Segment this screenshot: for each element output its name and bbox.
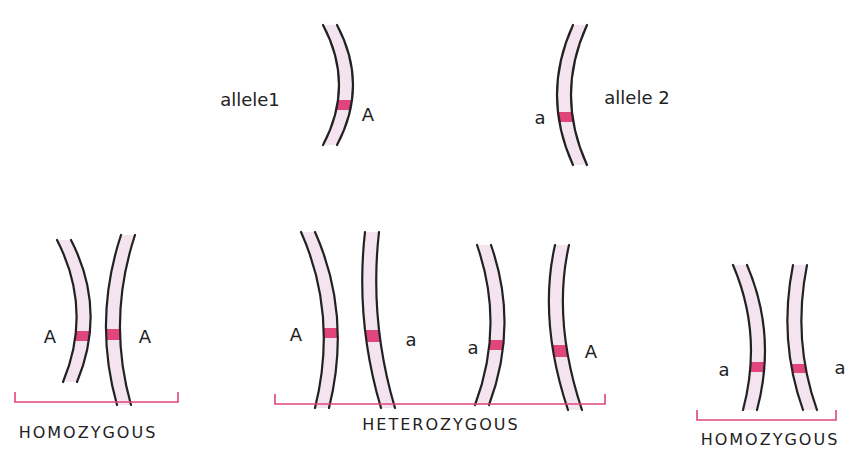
allele-letter: A — [139, 327, 151, 347]
allele-letter: a — [718, 360, 729, 380]
allele-letter: a — [467, 338, 478, 358]
genotype-caption: HETEROZYGOUS — [362, 416, 519, 434]
allele-name: allele1 — [220, 90, 280, 110]
genotype-caption: HOMOZYGOUS — [19, 424, 158, 442]
allele-name: allele 2 — [604, 88, 669, 108]
allele-letter: A — [362, 105, 374, 125]
allele-letter: a — [534, 108, 545, 128]
genotype-caption: HOMOZYGOUS — [701, 431, 840, 449]
allele-letter: A — [585, 342, 597, 362]
allele-letter: a — [834, 358, 845, 378]
allele-letter: A — [44, 327, 56, 347]
allele-letter: a — [405, 330, 416, 350]
allele-letter: A — [290, 325, 302, 345]
